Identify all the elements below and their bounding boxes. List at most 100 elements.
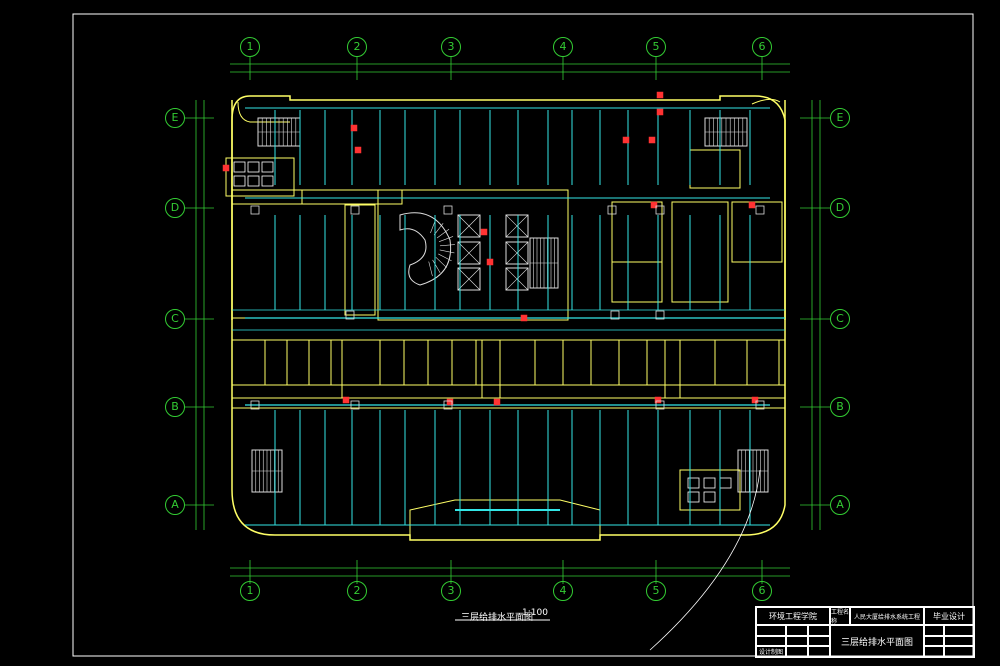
title-block-row	[808, 625, 830, 636]
stair-tread	[436, 228, 450, 239]
title-block-row	[756, 625, 786, 636]
title-block-meta	[924, 636, 944, 646]
title-block-meta	[944, 625, 974, 636]
grid-axis-label: B	[165, 397, 185, 417]
valve-marker	[656, 91, 664, 99]
grid-axis-label: 1	[240, 37, 260, 57]
toilet-room	[689, 149, 741, 189]
grid-axis-label: E	[830, 108, 850, 128]
title-block-meta	[944, 646, 974, 657]
grid-axis-label: 2	[347, 581, 367, 601]
grid-axis-label: A	[165, 495, 185, 515]
valve-marker	[748, 201, 756, 209]
structural-column	[443, 400, 453, 410]
title-block-row	[786, 646, 808, 657]
valve-marker	[342, 396, 350, 404]
grid-axis-label: C	[165, 309, 185, 329]
toilet-fixture	[261, 175, 274, 187]
title-block-school: 环境工程学院	[756, 607, 830, 625]
title-block-row	[756, 636, 786, 646]
room-wall	[671, 201, 729, 303]
elevator	[457, 214, 481, 238]
toilet-fixture	[687, 477, 700, 489]
stair-tread	[438, 253, 452, 262]
title-block-meta	[924, 646, 944, 657]
toilet-room	[679, 469, 741, 511]
structural-column	[250, 205, 260, 215]
elevator-cross	[505, 214, 529, 238]
stair-tread	[439, 249, 455, 254]
room-wall	[301, 189, 403, 205]
room-wall	[231, 189, 303, 205]
title-block-project-label: 工程名称	[830, 607, 850, 625]
title-block-sheet-title: 三层给排水平面图	[830, 625, 924, 657]
grid-axis-label: 3	[441, 581, 461, 601]
toilet-fixture	[233, 161, 246, 173]
grid-axis-label: 6	[752, 581, 772, 601]
valve-marker	[354, 146, 362, 154]
elevator-cross	[505, 241, 529, 265]
drawing-scale: 1:100	[522, 608, 548, 618]
elevator-cross	[457, 267, 481, 291]
structural-column	[655, 400, 665, 410]
toilet-fixture	[719, 477, 732, 489]
valve-marker	[350, 124, 358, 132]
drawing-caption: 三层给排水平面图	[461, 613, 534, 623]
toilet-fixture	[703, 477, 716, 489]
grid-axis-label: E	[165, 108, 185, 128]
toilet-fixture	[261, 161, 274, 173]
wall	[237, 101, 290, 123]
elevator-cross	[505, 267, 529, 291]
valve-marker	[648, 136, 656, 144]
valve-marker	[650, 201, 658, 209]
title-block-meta	[924, 625, 944, 636]
structural-column	[655, 205, 665, 215]
grid-axis-label: 3	[441, 37, 461, 57]
stair-tread	[438, 236, 454, 242]
title-block: 环境工程学院 工程名称 人民大厦给排水系统工程 毕业设计 设计制图 三层给排水平…	[755, 606, 975, 658]
elevator	[457, 241, 481, 265]
title-block-meta	[944, 636, 974, 646]
stair-tread	[432, 259, 441, 274]
elevator-cross	[457, 241, 481, 265]
stair-tread	[439, 244, 455, 247]
stair-tread	[435, 257, 447, 268]
corridor-wall	[231, 317, 786, 341]
title-block-row	[808, 646, 830, 657]
elevator	[457, 267, 481, 291]
title-block-row	[786, 636, 808, 646]
elevator	[505, 267, 529, 291]
toilet-fixture	[247, 175, 260, 187]
room-wall	[499, 339, 666, 399]
toilet-room	[225, 157, 295, 197]
structural-column	[350, 400, 360, 410]
grid-axis-label: 1	[240, 581, 260, 601]
valve-marker	[654, 396, 662, 404]
structural-column	[443, 205, 453, 215]
structural-column	[655, 310, 665, 320]
grid-axis-label: 2	[347, 37, 367, 57]
structural-column	[610, 310, 620, 320]
title-block-row	[786, 625, 808, 636]
title-block-project: 人民大厦给排水系统工程	[850, 607, 924, 625]
valve-marker	[222, 164, 230, 172]
grid-axis-label: C	[830, 309, 850, 329]
corridor-wall	[231, 397, 786, 409]
elevator	[505, 241, 529, 265]
grid-axis-label: 4	[553, 581, 573, 601]
structural-column	[755, 205, 765, 215]
grid-axis-label: A	[830, 495, 850, 515]
structural-column	[350, 205, 360, 215]
structural-column	[755, 400, 765, 410]
valve-marker	[520, 314, 528, 322]
toilet-fixture	[247, 161, 260, 173]
room-wall	[679, 339, 786, 399]
grid-axis-label: D	[830, 198, 850, 218]
valve-marker	[493, 398, 501, 406]
stair-tread	[428, 261, 433, 277]
grid-axis-label: 5	[646, 581, 666, 601]
valve-marker	[446, 398, 454, 406]
room-wall	[611, 201, 663, 263]
valve-marker	[622, 136, 630, 144]
